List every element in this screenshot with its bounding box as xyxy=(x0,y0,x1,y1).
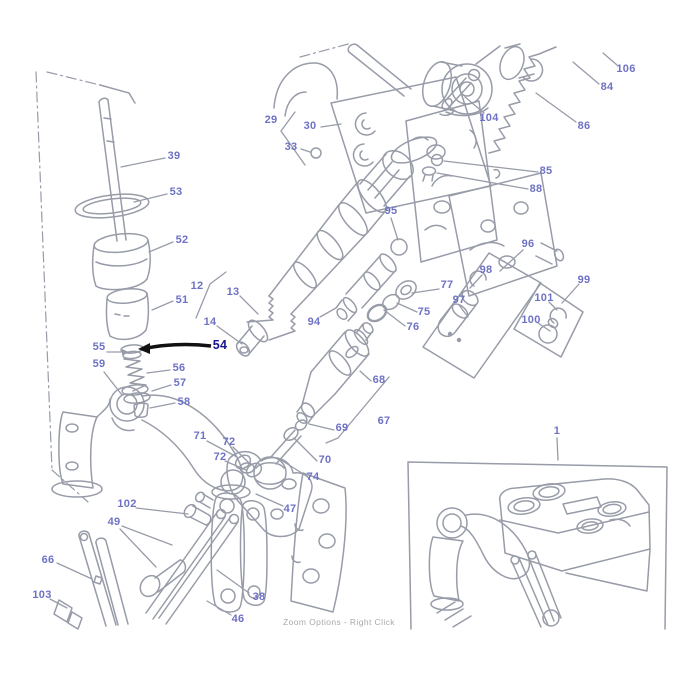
part-label-72[interactable]: 72 xyxy=(222,436,236,448)
part-plate-30 xyxy=(330,76,492,214)
part-plate-38 xyxy=(290,472,347,613)
inset-assembled-view xyxy=(407,461,668,630)
part-levers-66 xyxy=(78,530,129,627)
part-label-100[interactable]: 100 xyxy=(521,314,541,326)
part-label-75[interactable]: 75 xyxy=(417,306,431,318)
part-label-52[interactable]: 52 xyxy=(175,234,189,246)
part-elbow-59 xyxy=(51,386,251,500)
part-oring-53 xyxy=(74,193,150,219)
part-label-102[interactable]: 102 xyxy=(117,498,137,510)
part-rings-75-76-77 xyxy=(366,280,417,323)
part-label-77[interactable]: 77 xyxy=(440,279,454,291)
part-valve-body-lower xyxy=(448,172,565,297)
part-label-69[interactable]: 69 xyxy=(335,422,349,434)
diagram-line-art xyxy=(35,42,668,630)
part-bushing-52 xyxy=(91,232,151,291)
highlighted-leader-54 xyxy=(138,342,212,354)
top-cam-assembly xyxy=(273,43,544,117)
part-label-30[interactable]: 30 xyxy=(303,120,317,132)
part-label-104[interactable]: 104 xyxy=(479,112,499,124)
part-label-38[interactable]: 38 xyxy=(252,591,266,603)
part-label-85[interactable]: 85 xyxy=(539,165,553,177)
part-ball-95-spool-94 xyxy=(335,238,408,322)
part-label-53[interactable]: 53 xyxy=(169,186,183,198)
part-ball-85-seat-88 xyxy=(421,153,444,182)
part-label-14[interactable]: 14 xyxy=(203,316,217,328)
part-label-66[interactable]: 66 xyxy=(41,554,55,566)
part-label-103[interactable]: 103 xyxy=(32,589,52,601)
part-label-76[interactable]: 76 xyxy=(406,321,420,333)
part-spool-68 xyxy=(296,321,374,425)
part-ball-33 xyxy=(310,147,322,159)
part-label-56[interactable]: 56 xyxy=(172,362,186,374)
part-label-12[interactable]: 12 xyxy=(190,280,204,292)
part-spring-86 xyxy=(488,46,557,154)
part-label-88[interactable]: 88 xyxy=(529,183,543,195)
part-label-13[interactable]: 13 xyxy=(226,286,240,298)
part-label-86[interactable]: 86 xyxy=(577,120,591,132)
part-label-49[interactable]: 49 xyxy=(107,516,121,528)
part-spool-13 xyxy=(235,149,414,357)
part-label-101[interactable]: 101 xyxy=(534,292,554,304)
part-label-106[interactable]: 106 xyxy=(616,63,636,75)
part-label-94[interactable]: 94 xyxy=(307,316,321,328)
part-label-46[interactable]: 46 xyxy=(231,613,245,625)
part-label-29[interactable]: 29 xyxy=(264,114,278,126)
part-label-39[interactable]: 39 xyxy=(167,150,181,162)
part-rod-39 xyxy=(98,97,127,242)
part-label-95[interactable]: 95 xyxy=(384,205,398,217)
part-label-54[interactable]: 54 xyxy=(212,338,228,352)
part-label-74[interactable]: 74 xyxy=(306,471,320,483)
part-label-55[interactable]: 55 xyxy=(92,341,106,353)
kit-box-96 xyxy=(422,252,542,379)
part-label-47[interactable]: 47 xyxy=(283,503,297,515)
part-label-97[interactable]: 97 xyxy=(452,294,466,306)
part-label-57[interactable]: 57 xyxy=(173,377,187,389)
part-label-59[interactable]: 59 xyxy=(92,358,106,370)
zoom-options-caption: Zoom Options - Right Click xyxy=(283,618,395,627)
part-clips-103 xyxy=(53,599,83,630)
part-label-33[interactable]: 33 xyxy=(284,141,298,153)
part-link-plates xyxy=(210,492,268,613)
part-label-72[interactable]: 72 xyxy=(213,451,227,463)
part-label-99[interactable]: 99 xyxy=(577,274,591,286)
part-label-96[interactable]: 96 xyxy=(521,238,535,250)
part-label-98[interactable]: 98 xyxy=(479,264,493,276)
part-label-68[interactable]: 68 xyxy=(372,374,386,386)
part-label-58[interactable]: 58 xyxy=(177,396,191,408)
part-links-and-pins xyxy=(139,491,240,625)
part-label-51[interactable]: 51 xyxy=(175,294,189,306)
part-label-67[interactable]: 67 xyxy=(377,415,391,427)
part-label-84[interactable]: 84 xyxy=(600,81,614,93)
part-valve-body-upper xyxy=(405,100,501,263)
callout-leader-lines xyxy=(49,52,618,616)
part-washers-71-72-valve-74 xyxy=(234,454,287,490)
part-label-1[interactable]: 1 xyxy=(553,425,561,437)
part-sleeve-51 xyxy=(105,287,150,341)
part-label-70[interactable]: 70 xyxy=(318,454,332,466)
part-label-71[interactable]: 71 xyxy=(193,430,207,442)
part-pin-104 xyxy=(441,68,481,111)
